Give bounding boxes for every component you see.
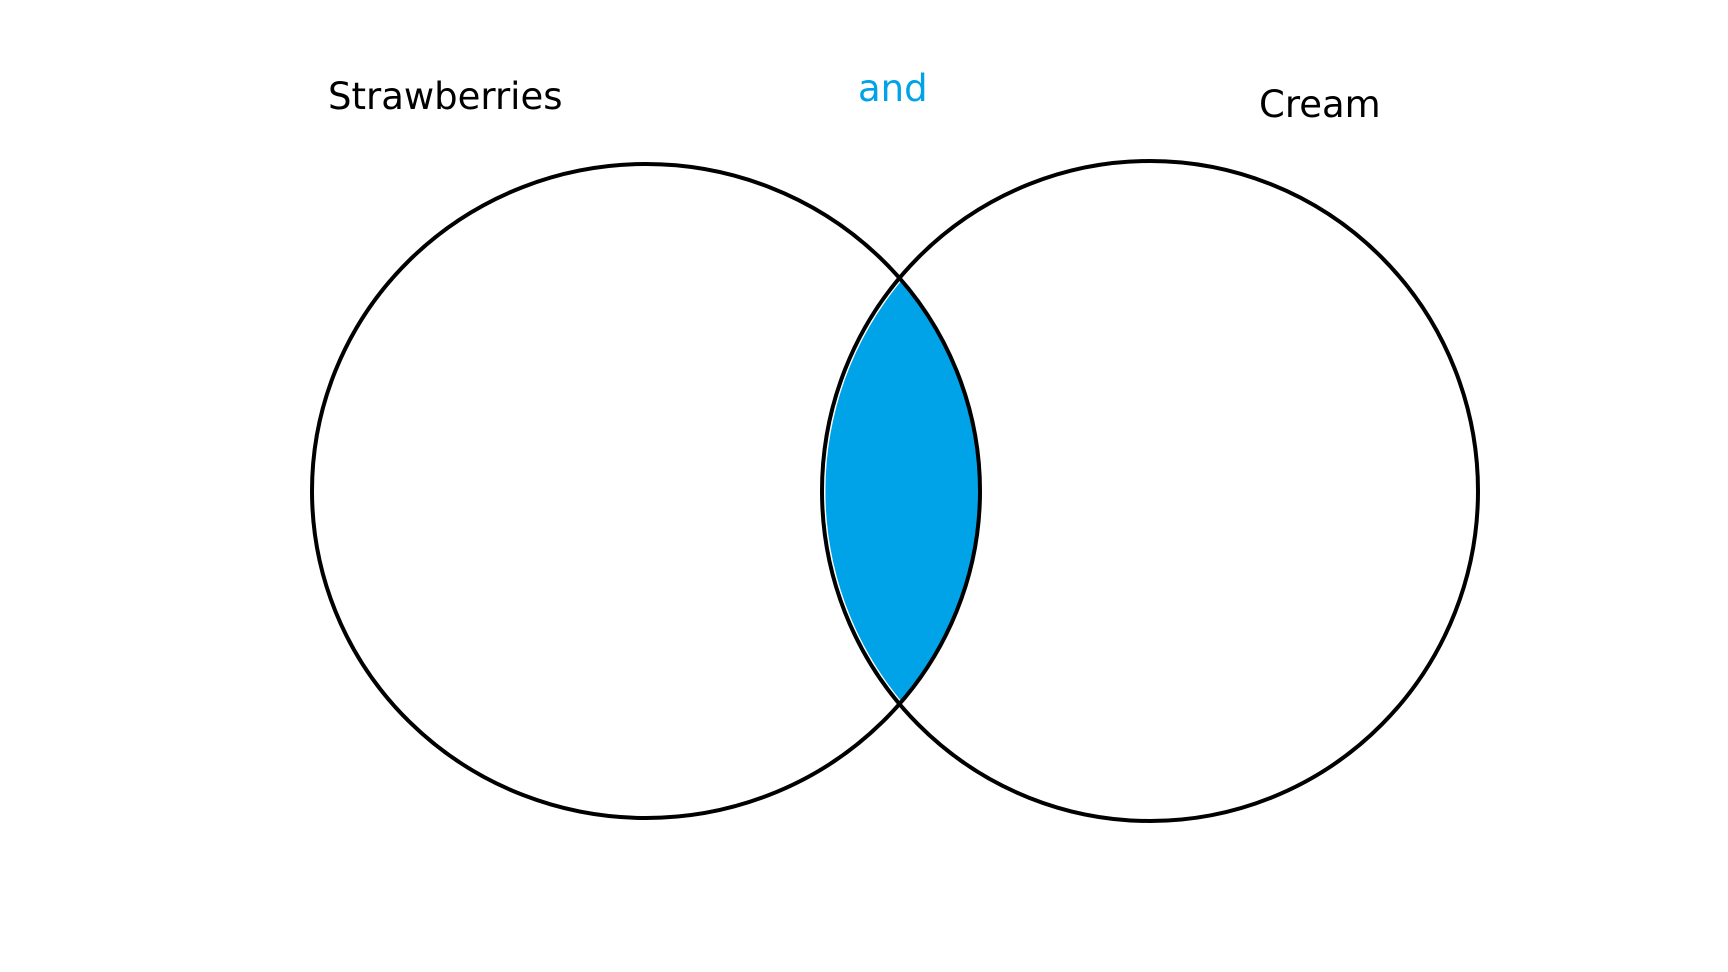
strawberries-circle xyxy=(310,162,982,820)
intersection-region xyxy=(825,280,979,702)
strawberries-label: Strawberries xyxy=(328,75,562,118)
intersection-label: and xyxy=(858,67,928,110)
cream-label: Cream xyxy=(1259,83,1381,126)
cream-circle xyxy=(820,159,1480,823)
